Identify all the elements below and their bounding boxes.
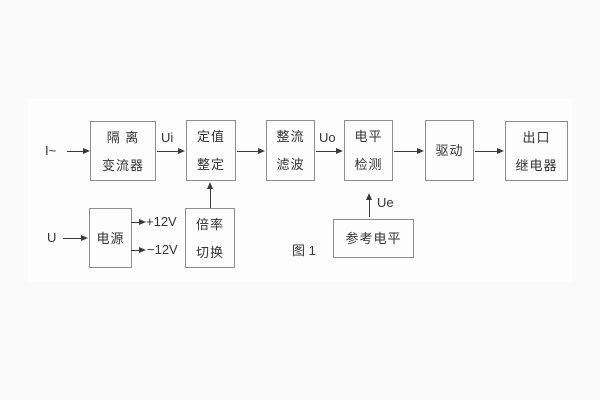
figure-caption: 图 1 [292, 243, 316, 258]
block-setpoint-adjust-label: 整定 [196, 157, 225, 172]
block-drive: 驱动 [425, 120, 474, 181]
arrow-power-plus12v-line [131, 222, 140, 223]
signal-label-ui: Ui [161, 130, 174, 145]
block-isolation-transformer-label: 变流器 [101, 157, 144, 173]
arrow-reference-to-level-line [369, 199, 370, 217]
block-rectify-filter: 整流滤波 [266, 120, 315, 181]
block-setpoint-adjust-label: 定值 [196, 129, 225, 144]
arrow-rectify-to-level-head [336, 148, 343, 154]
arrow-drive-to-relay-head [497, 148, 504, 154]
block-ratio-switch-label: 倍率 [195, 216, 224, 232]
signal-label-uo: Uo [319, 130, 336, 145]
arrow-input-i-to-isolation-head [83, 148, 90, 154]
arrow-level-to-drive-line [394, 151, 418, 152]
arrow-input-i-to-isolation-line [67, 151, 84, 152]
block-level-detect: 电平检测 [344, 120, 393, 181]
arrow-power-minus12v-head [139, 247, 146, 253]
arrow-ratio-to-setpoint-line [210, 188, 211, 208]
arrow-power-minus12v-line [131, 250, 140, 251]
block-power-supply: 电源 [89, 208, 132, 268]
block-output-relay: 出口继电器 [505, 121, 568, 181]
block-output-relay-label: 出口 [522, 129, 551, 145]
block-output-relay-label: 继电器 [515, 157, 558, 173]
rail-label-plus12v: +12V [146, 214, 177, 229]
block-ratio-switch-label: 切换 [195, 244, 224, 260]
arrow-level-to-drive-head [417, 148, 424, 154]
block-reference-level: 参考电平 [333, 219, 414, 258]
block-level-detect-label: 检测 [354, 157, 383, 172]
block-level-detect-label: 电平 [354, 129, 383, 144]
block-reference-level-label: 参考电平 [345, 231, 402, 246]
arrow-setpoint-to-rectify-head [258, 148, 265, 154]
block-isolation-transformer: 隔 离变流器 [90, 121, 156, 181]
block-rectify-filter-label: 整流 [276, 129, 305, 144]
input-label-i: I~ [45, 143, 57, 158]
block-drive-label: 驱动 [435, 143, 464, 158]
arrow-input-u-to-power-head [81, 235, 88, 241]
arrow-rectify-to-level-line [316, 151, 337, 152]
arrow-isolation-to-setpoint-line [157, 151, 179, 152]
block-rectify-filter-label: 滤波 [276, 157, 305, 172]
block-isolation-transformer-label: 隔 离 [106, 129, 140, 145]
block-setpoint-adjust: 定值整定 [186, 120, 236, 181]
arrow-reference-to-level-head [366, 193, 372, 200]
arrow-drive-to-relay-line [475, 151, 498, 152]
block-power-supply-label: 电源 [96, 230, 125, 246]
input-label-u: U [47, 230, 57, 245]
arrow-power-plus12v-head [139, 219, 146, 225]
arrow-isolation-to-setpoint-head [178, 148, 185, 154]
arrow-input-u-to-power-line [63, 238, 82, 239]
signal-label-ue: Ue [377, 195, 394, 210]
rail-label-minus12v: −12V [147, 242, 178, 257]
block-ratio-switch: 倍率切换 [185, 208, 235, 268]
arrow-ratio-to-setpoint-head [207, 182, 213, 189]
arrow-setpoint-to-rectify-line [237, 151, 259, 152]
